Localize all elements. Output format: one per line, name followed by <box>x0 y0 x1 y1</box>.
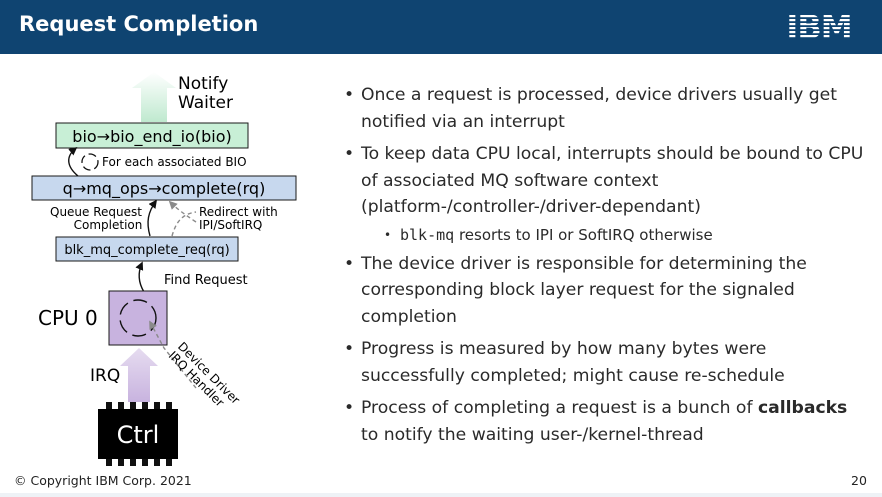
redirect-label: Redirect with <box>199 205 278 219</box>
cpu-loop-icon <box>119 299 157 337</box>
copyright-footer: © Copyright IBM Corp. 2021 <box>14 473 192 488</box>
irq-label: IRQ <box>90 366 120 386</box>
bullet-list: •Once a request is processed, device dri… <box>344 82 864 454</box>
bullet-text: Progress is measured by how many bytes w… <box>361 339 785 386</box>
bullet-bold: callbacks <box>757 398 848 418</box>
blk-mq-complete-req-label: blk_mq_complete_req(rq) <box>64 243 229 258</box>
bio-end-io-label: bio→bio_end_io(bio) <box>72 127 231 147</box>
title-bar: Request Completion IBM <box>0 0 882 54</box>
bullet-text: Process of completing a request is a bun… <box>361 398 758 418</box>
find-request-arrow <box>135 261 145 293</box>
bio-end-io-box <box>55 122 249 149</box>
bullet-text: Once a request is processed, device driv… <box>361 85 837 132</box>
ctrl-label: Ctrl <box>117 421 160 449</box>
bullet-item: •Once a request is processed, device dri… <box>344 85 837 132</box>
device-driver-arrow <box>149 320 197 389</box>
loop-icon <box>81 153 99 171</box>
bullet-item: •Progress is measured by how many bytes … <box>344 339 785 386</box>
callback-arrow-1 <box>68 146 79 177</box>
bullet-item: •To keep data CPU local, interrupts shou… <box>344 144 864 217</box>
bullet-text: To keep data CPU local, interrupts shoul… <box>361 144 864 217</box>
ctrl-chip-icon: Ctrl <box>98 402 178 466</box>
bullet-item: •Process of completing a request is a bu… <box>344 398 848 445</box>
queue-request-label: Queue Request <box>50 205 142 219</box>
notify-waiter-label: Notify <box>178 74 228 94</box>
bullet-text: The device driver is responsible for det… <box>361 253 807 327</box>
blk-mq-complete-req-box <box>55 236 239 262</box>
queue-request-label-2: Completion <box>74 218 143 232</box>
bottom-divider <box>0 493 882 497</box>
find-request-label: Find Request <box>164 273 248 288</box>
redirect-label-2: IPI/SoftIRQ <box>199 218 262 232</box>
page-number: 20 <box>851 473 867 488</box>
bullet-text-end: to notify the waiting user-/kernel-threa… <box>361 424 704 445</box>
redirect-arrow <box>171 211 197 237</box>
for-each-bio-label: For each associated BIO <box>102 155 247 169</box>
redirect-arrow-2 <box>168 200 197 223</box>
mq-ops-complete-box <box>31 175 297 201</box>
notify-waiter-label-2: Waiter <box>178 93 233 113</box>
sub-bullet-item: •blk-mq resorts to IPI or SoftIRQ otherw… <box>384 225 713 244</box>
irq-arrow-icon <box>120 348 158 402</box>
cpu0-label: CPU 0 <box>38 306 98 330</box>
sub-bullet-text: resorts to IPI or SoftIRQ otherwise <box>454 225 713 244</box>
ibm-logo-text: IBM <box>786 11 851 41</box>
slide-title: Request Completion <box>19 12 259 36</box>
mq-ops-complete-label: q→mq_ops→complete(rq) <box>63 179 266 199</box>
callback-arrow-2 <box>147 199 157 237</box>
notify-arrow-icon <box>132 72 176 122</box>
sub-bullet-mono: blk-mq <box>400 225 455 244</box>
ibm-logo: IBM <box>786 11 852 41</box>
bullet-item: •The device driver is responsible for de… <box>344 253 807 327</box>
completion-diagram: Notify Waiter bio→bio_end_io(bio) For ea… <box>31 72 297 466</box>
